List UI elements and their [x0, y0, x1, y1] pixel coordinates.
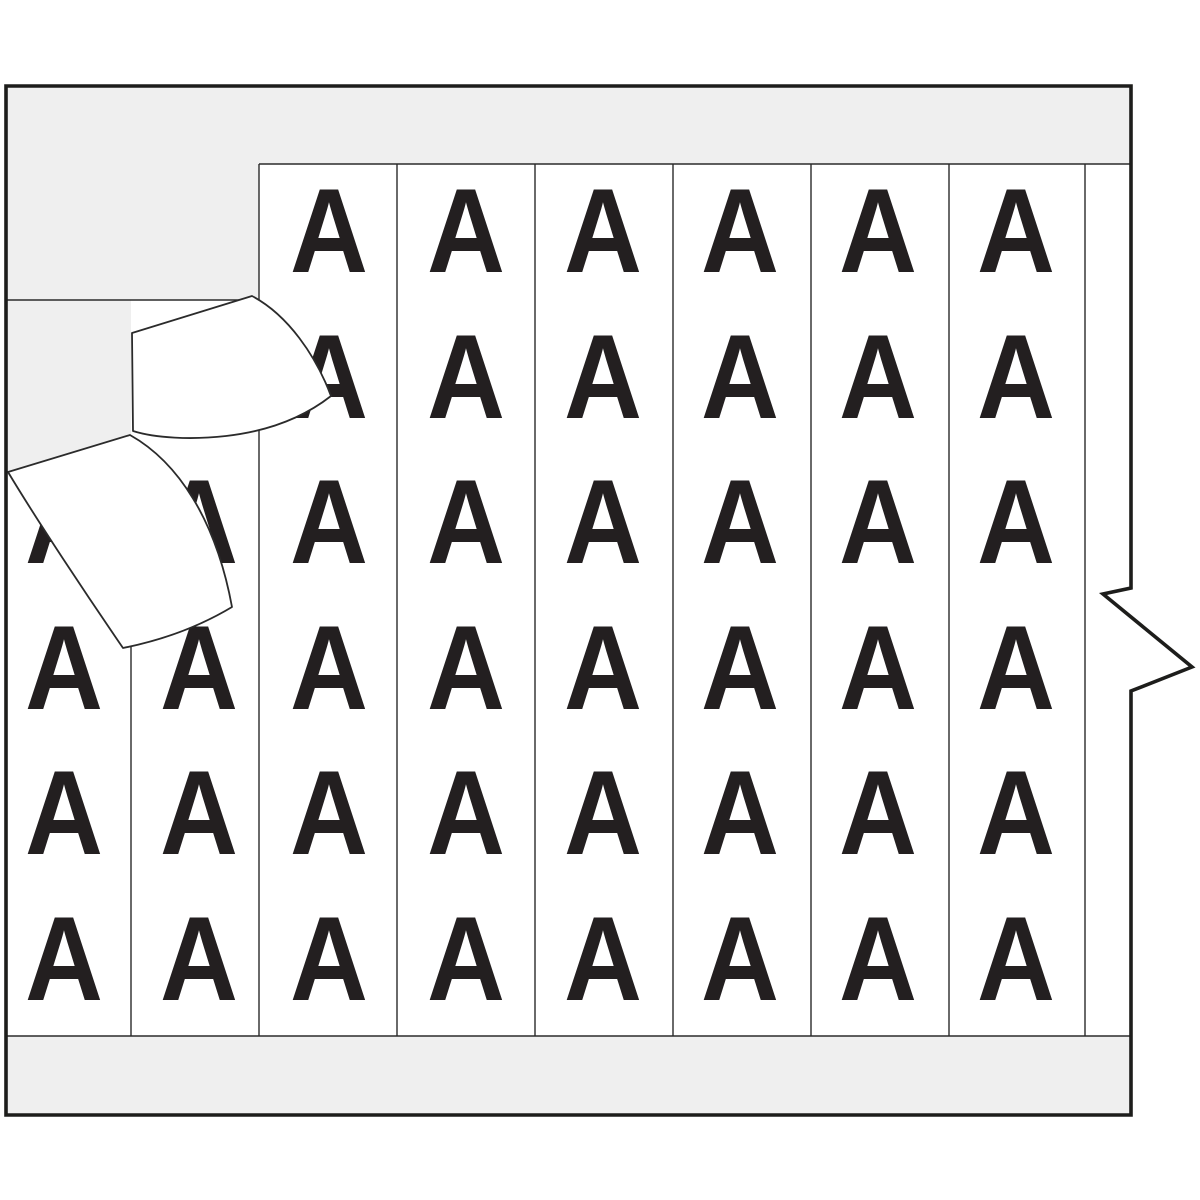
letter-cell-column-6-row-4: A — [701, 601, 779, 735]
letter-cell-column-4-row-2: A — [427, 310, 505, 444]
letter-cell-column-1-row-5: A — [25, 746, 103, 880]
letter-cell-column-3-row-6: A — [290, 892, 368, 1026]
letter-cell-column-8-row-6: A — [977, 892, 1055, 1026]
letter-cell-column-3-row-4: A — [290, 601, 368, 735]
letter-cell-column-5-row-4: A — [564, 601, 642, 735]
letter-cell-column-7-row-5: A — [839, 746, 917, 880]
letter-cell-column-5-row-1: A — [564, 164, 642, 298]
letter-cell-column-3-row-3: A — [290, 455, 368, 589]
letter-cell-column-2-row-6: A — [160, 892, 238, 1026]
letter-cell-column-6-row-2: A — [701, 310, 779, 444]
card-border — [4, 84, 1196, 1117]
letter-cell-column-4-row-1: A — [427, 164, 505, 298]
letter-cell-column-6-row-3: A — [701, 455, 779, 589]
printed-letters-layer: AAAAAAAAAAAAAAAAAAAAAAAAAAAAAAAAAAAAAAAA… — [25, 164, 1055, 1026]
letter-cell-column-7-row-3: A — [839, 455, 917, 589]
letter-cell-column-5-row-3: A — [564, 455, 642, 589]
letter-cell-column-1-row-6: A — [25, 892, 103, 1026]
exposed-liner-column-1 — [6, 300, 131, 476]
letter-cell-column-3-row-1: A — [290, 164, 368, 298]
peeled-label-1 — [131, 295, 332, 439]
letter-cell-column-1-row-4: A — [25, 601, 103, 735]
peeled-label-2 — [7, 434, 233, 649]
letter-cell-column-2-row-5: A — [160, 746, 238, 880]
letter-cell-column-4-row-5: A — [427, 746, 505, 880]
letter-cell-column-7-row-6: A — [839, 892, 917, 1026]
letter-cell-column-6-row-6: A — [701, 892, 779, 1026]
letter-cell-column-8-row-5: A — [977, 746, 1055, 880]
letter-cell-column-8-row-2: A — [977, 310, 1055, 444]
letter-cell-column-8-row-4: A — [977, 601, 1055, 735]
letter-cell-column-7-row-1: A — [839, 164, 917, 298]
letter-cell-column-6-row-5: A — [701, 746, 779, 880]
letter-cell-column-4-row-3: A — [427, 455, 505, 589]
letter-cell-column-5-row-5: A — [564, 746, 642, 880]
letter-cell-column-8-row-3: A — [977, 455, 1055, 589]
label-sheet-main — [259, 164, 1131, 1036]
sheet-edge-lines — [6, 163, 1131, 1037]
letter-cell-column-7-row-2: A — [839, 310, 917, 444]
letter-cell-column-5-row-6: A — [564, 892, 642, 1026]
letter-cell-column-6-row-1: A — [701, 164, 779, 298]
letter-cell-column-7-row-4: A — [839, 601, 917, 735]
letter-cell-column-4-row-6: A — [427, 892, 505, 1026]
letter-cell-column-5-row-2: A — [564, 310, 642, 444]
letter-cell-column-4-row-4: A — [427, 601, 505, 735]
letter-cell-column-8-row-1: A — [977, 164, 1055, 298]
letter-cell-column-3-row-5: A — [290, 746, 368, 880]
arrow-tab-fill — [1104, 589, 1190, 690]
